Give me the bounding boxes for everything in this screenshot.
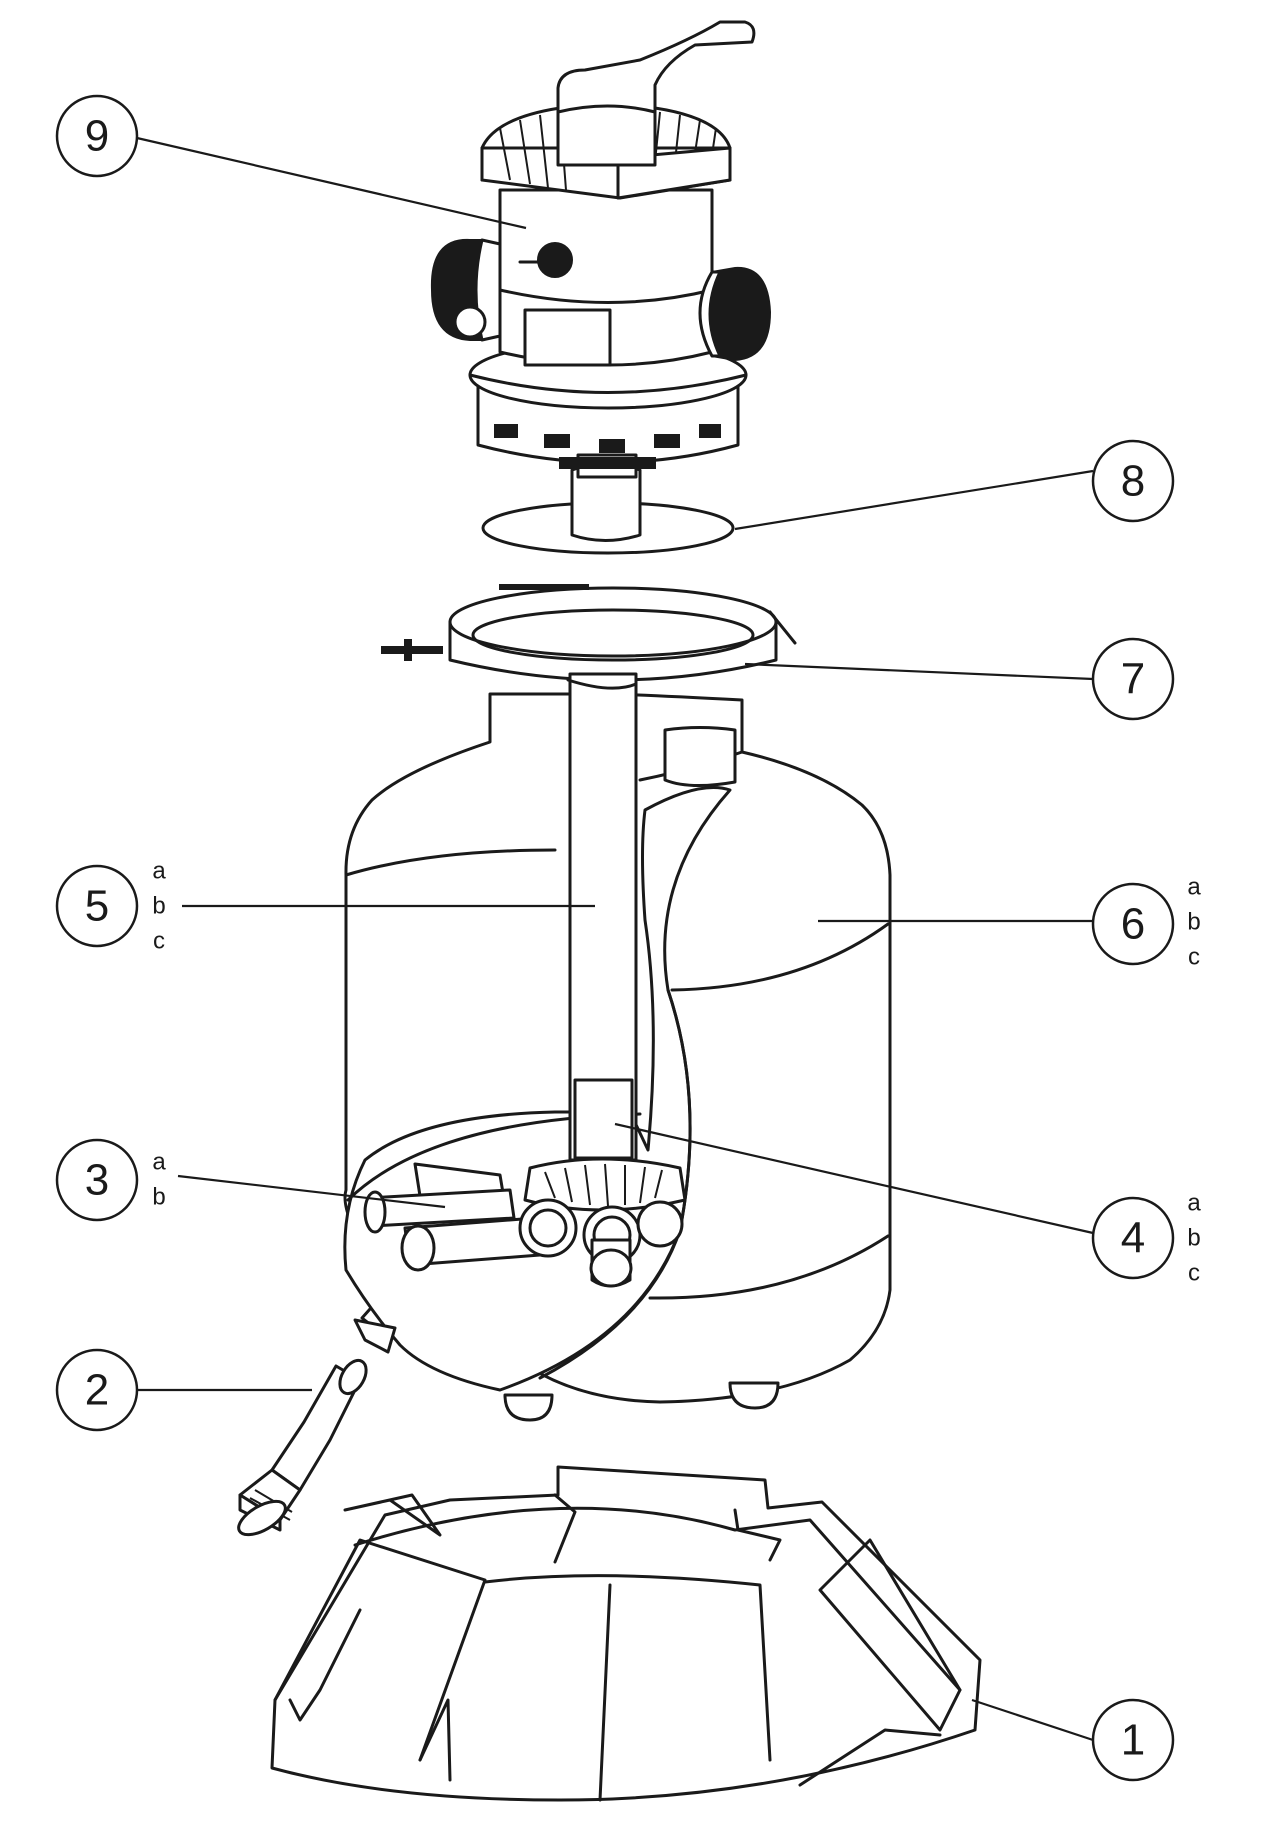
callout-1: 1 — [1091, 1698, 1175, 1782]
callout-sub: a — [1187, 874, 1201, 901]
o-ring-gasket — [481, 453, 735, 555]
leader-lines — [136, 136, 1094, 1742]
callout-9: 9 — [55, 94, 139, 178]
callout-sub: c — [153, 928, 165, 955]
callout-number: 3 — [85, 1156, 109, 1205]
callout-number: 6 — [1121, 900, 1145, 949]
callout-number: 9 — [85, 112, 109, 161]
callout-sub: a — [1187, 1190, 1201, 1217]
callout-sub: c — [1188, 944, 1200, 971]
callout-sub: b — [1187, 1225, 1200, 1252]
callout-number: 8 — [1121, 457, 1145, 506]
callout-sub: c — [1188, 1260, 1200, 1287]
callout-number: 4 — [1121, 1214, 1145, 1263]
tank-clamp — [381, 584, 797, 682]
callout-number: 2 — [85, 1366, 109, 1415]
callout-6: 6 a b c — [1091, 874, 1201, 971]
callout-8: 8 — [1091, 439, 1175, 523]
callout-number: 7 — [1121, 655, 1145, 704]
filter-tank — [343, 672, 892, 1422]
callout-sub: b — [1187, 909, 1200, 936]
callout-sub: a — [152, 858, 166, 885]
callout-sub: b — [152, 1184, 165, 1211]
callout-2: 2 — [55, 1348, 139, 1432]
callout-sub: b — [152, 893, 165, 920]
drain-fitting — [237, 1358, 368, 1537]
callout-7: 7 — [1091, 637, 1175, 721]
multiport-valve — [430, 20, 772, 464]
callout-sub: a — [152, 1149, 166, 1176]
callout-5: 5 a b c — [55, 858, 166, 955]
callout-number: 1 — [1121, 1716, 1145, 1765]
callout-3: 3 a b — [55, 1138, 166, 1222]
callout-number: 5 — [85, 882, 109, 931]
callout-4: 4 a b c — [1091, 1190, 1201, 1287]
filter-base — [270, 1465, 982, 1802]
